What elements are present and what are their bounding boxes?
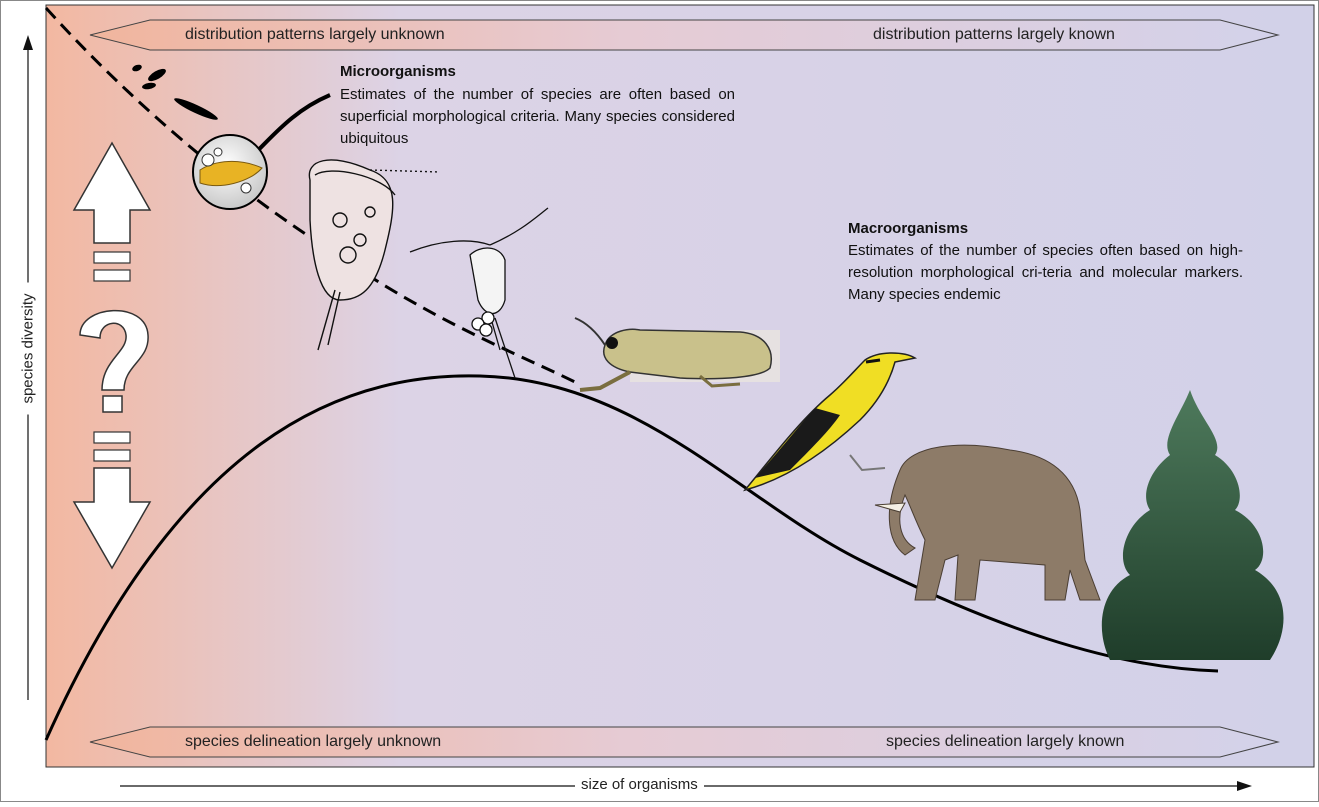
up-equals-bar-1 [94, 252, 130, 263]
y-axis-arrowhead [23, 35, 33, 50]
bottom-right-banner-label: species delineation largely known [886, 733, 1124, 751]
macro-title: Macroorganisms [848, 220, 968, 237]
bottom-left-banner-label: species delineation largely unknown [185, 733, 441, 751]
macro-description: Estimates of the number of species often… [848, 240, 1243, 306]
down-equals-bar-2 [94, 450, 130, 461]
micro-description: Estimates of the number of species are o… [340, 84, 735, 150]
top-right-banner-label: distribution patterns largely known [873, 26, 1115, 44]
top-left-banner-label: distribution patterns largely unknown [185, 26, 445, 44]
y-axis-label: species diversity [20, 283, 37, 415]
up-equals-bar-2 [94, 270, 130, 281]
micro-title: Microorganisms [340, 63, 456, 80]
question-mark-dot [103, 396, 122, 412]
x-axis-label: size of organisms [575, 776, 704, 793]
down-equals-bar-1 [94, 432, 130, 443]
x-axis-arrowhead [1237, 781, 1252, 791]
